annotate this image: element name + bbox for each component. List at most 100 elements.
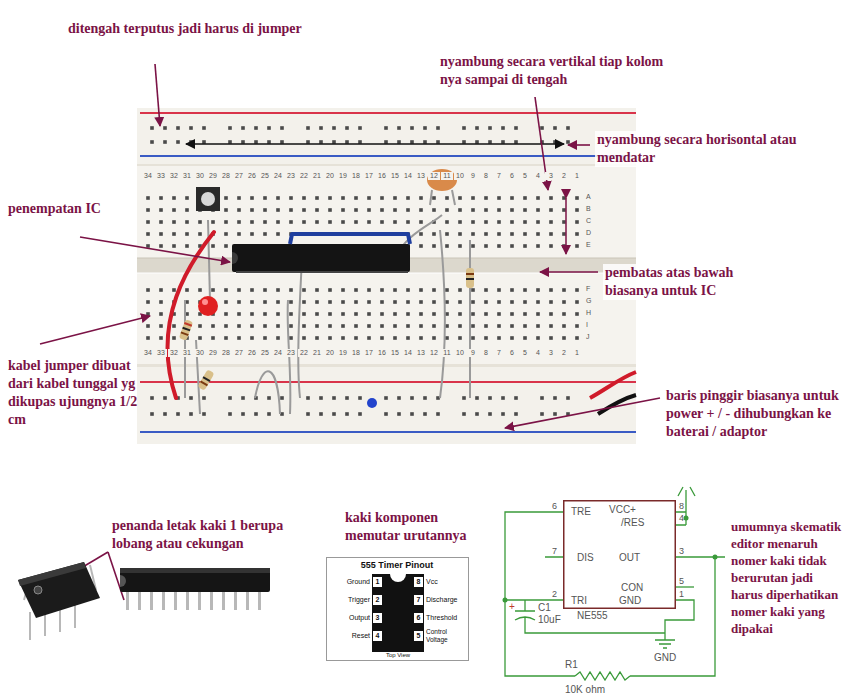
breadboard-hole [224,312,228,316]
pin-number: 3 [679,546,684,556]
breadboard-hole [163,396,167,400]
breadboard-hole [250,312,254,316]
breadboard-hole [553,126,557,130]
breadboard-hole [458,196,462,200]
breadboard-hole [185,232,189,236]
annotation-note: ditengah terputus jadi harus di jumper [68,20,303,38]
breadboard-hole [523,300,527,304]
breadboard-hole [185,196,189,200]
breadboard-hole [549,336,553,340]
view-note: Top View [372,652,424,659]
breadboard-hole [172,336,176,340]
breadboard-hole [458,244,462,248]
breadboard-hole [432,312,436,316]
breadboard-hole [410,396,414,400]
breadboard-hole [488,126,492,130]
breadboard-hole [146,232,150,236]
column-number: 6 [506,172,518,180]
breadboard-hole [146,196,150,200]
breadboard-hole [163,140,167,144]
column-number: 28 [220,349,232,357]
breadboard-hole [575,336,579,340]
breadboard-hole [536,196,540,200]
breadboard-hole [566,396,570,400]
breadboard-hole [397,126,401,130]
breadboard-hole [250,300,254,304]
breadboard-hole [497,288,501,292]
breadboard-hole [475,396,479,400]
breadboard-hole [276,220,280,224]
column-number: 8 [480,172,492,180]
breadboard-hole [380,300,384,304]
breadboard-hole [536,232,540,236]
breadboard-hole [146,220,150,224]
pin-name: TRE [571,506,591,517]
breadboard-hole [367,324,371,328]
breadboard-hole [276,336,280,340]
breadboard-hole [358,396,362,400]
breadboard-hole [202,396,206,400]
breadboard-hole [397,396,401,400]
annotation-note: kaki komponen memutar urutannya [345,509,495,545]
breadboard-hole [189,396,193,400]
schematic-label: 10K ohm [565,684,605,695]
breadboard-hole [315,300,319,304]
breadboard-hole [198,232,202,236]
column-number: 20 [324,172,336,180]
breadboard-hole [224,324,228,328]
breadboard-hole [146,336,150,340]
column-number: 1 [571,349,583,357]
breadboard-hole [319,126,323,130]
breadboard-hole [484,208,488,212]
breadboard-hole [523,232,527,236]
breadboard-hole [393,220,397,224]
column-number: 17 [363,172,375,180]
breadboard-hole [176,126,180,130]
breadboard-hole [237,232,241,236]
breadboard-hole [202,412,206,416]
breadboard-hole [302,300,306,304]
breadboard-hole [458,232,462,236]
breadboard-hole [566,140,570,144]
breadboard-hole [549,244,553,248]
breadboard-hole [354,220,358,224]
breadboard-hole [384,396,388,400]
breadboard-hole [536,244,540,248]
breadboard-hole [419,288,423,292]
breadboard-hole [276,312,280,316]
breadboard-hole [146,208,150,212]
row-letter: J [586,333,590,341]
pin-label: 4 [373,632,382,640]
breadboard-hole [406,208,410,212]
breadboard-hole [306,396,310,400]
breadboard-hole [159,288,163,292]
breadboard-hole [497,336,501,340]
breadboard-hole [267,412,271,416]
breadboard-hole [462,412,466,416]
breadboard-hole [393,312,397,316]
breadboard-hole [280,126,284,130]
breadboard-hole [501,412,505,416]
breadboard-hole [419,232,423,236]
breadboard-hole [289,220,293,224]
breadboard-hole [484,336,488,340]
breadboard-hole [224,288,228,292]
breadboard-hole [514,126,518,130]
breadboard-photo [137,108,636,444]
breadboard-hole [341,336,345,340]
pin-label: Control Voltage [426,628,466,643]
breadboard-hole [150,140,154,144]
breadboard-hole [575,312,579,316]
breadboard-hole [488,396,492,400]
breadboard-hole [185,288,189,292]
column-number: 12 [428,349,440,357]
breadboard-hole [185,220,189,224]
breadboard-hole [510,244,514,248]
breadboard-hole [345,412,349,416]
column-number: 18 [350,349,362,357]
breadboard-hole [319,396,323,400]
breadboard-hole [497,244,501,248]
breadboard-hole [553,412,557,416]
row-letter: I [586,321,588,329]
column-number: 32 [168,172,180,180]
